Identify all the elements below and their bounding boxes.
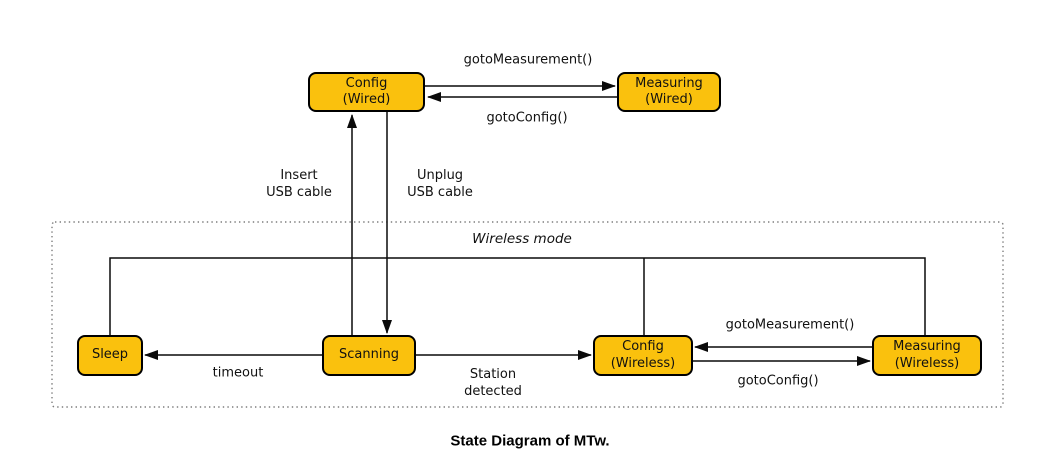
state-config-wired: Config (Wired) bbox=[308, 72, 425, 112]
label-goto-measurement-wireless: gotoMeasurement() bbox=[725, 317, 855, 333]
state-config-wireless: Config (Wireless) bbox=[593, 335, 693, 376]
state-measuring-wired: Measuring (Wired) bbox=[617, 72, 721, 112]
label-insert-usb-cable: Insert USB cable bbox=[266, 168, 332, 200]
state-measuring-wireless: Measuring (Wireless) bbox=[872, 335, 982, 376]
label-unplug-usb-cable: Unplug USB cable bbox=[407, 168, 473, 200]
label-goto-config-wireless: gotoConfig() bbox=[737, 373, 819, 389]
wireless-mode-container bbox=[51, 221, 1004, 408]
edge-sleep-top-connector bbox=[109, 257, 926, 335]
label-timeout: timeout bbox=[212, 365, 264, 381]
diagram-caption: State Diagram of MTw. bbox=[450, 432, 610, 450]
label-goto-measurement-wired: gotoMeasurement() bbox=[463, 52, 593, 68]
state-scanning: Scanning bbox=[322, 335, 416, 376]
state-sleep: Sleep bbox=[77, 335, 143, 376]
label-goto-config-wired: gotoConfig() bbox=[486, 110, 568, 126]
label-station-detected: Station detected bbox=[464, 367, 522, 399]
label-wireless-mode: Wireless mode bbox=[472, 231, 572, 248]
